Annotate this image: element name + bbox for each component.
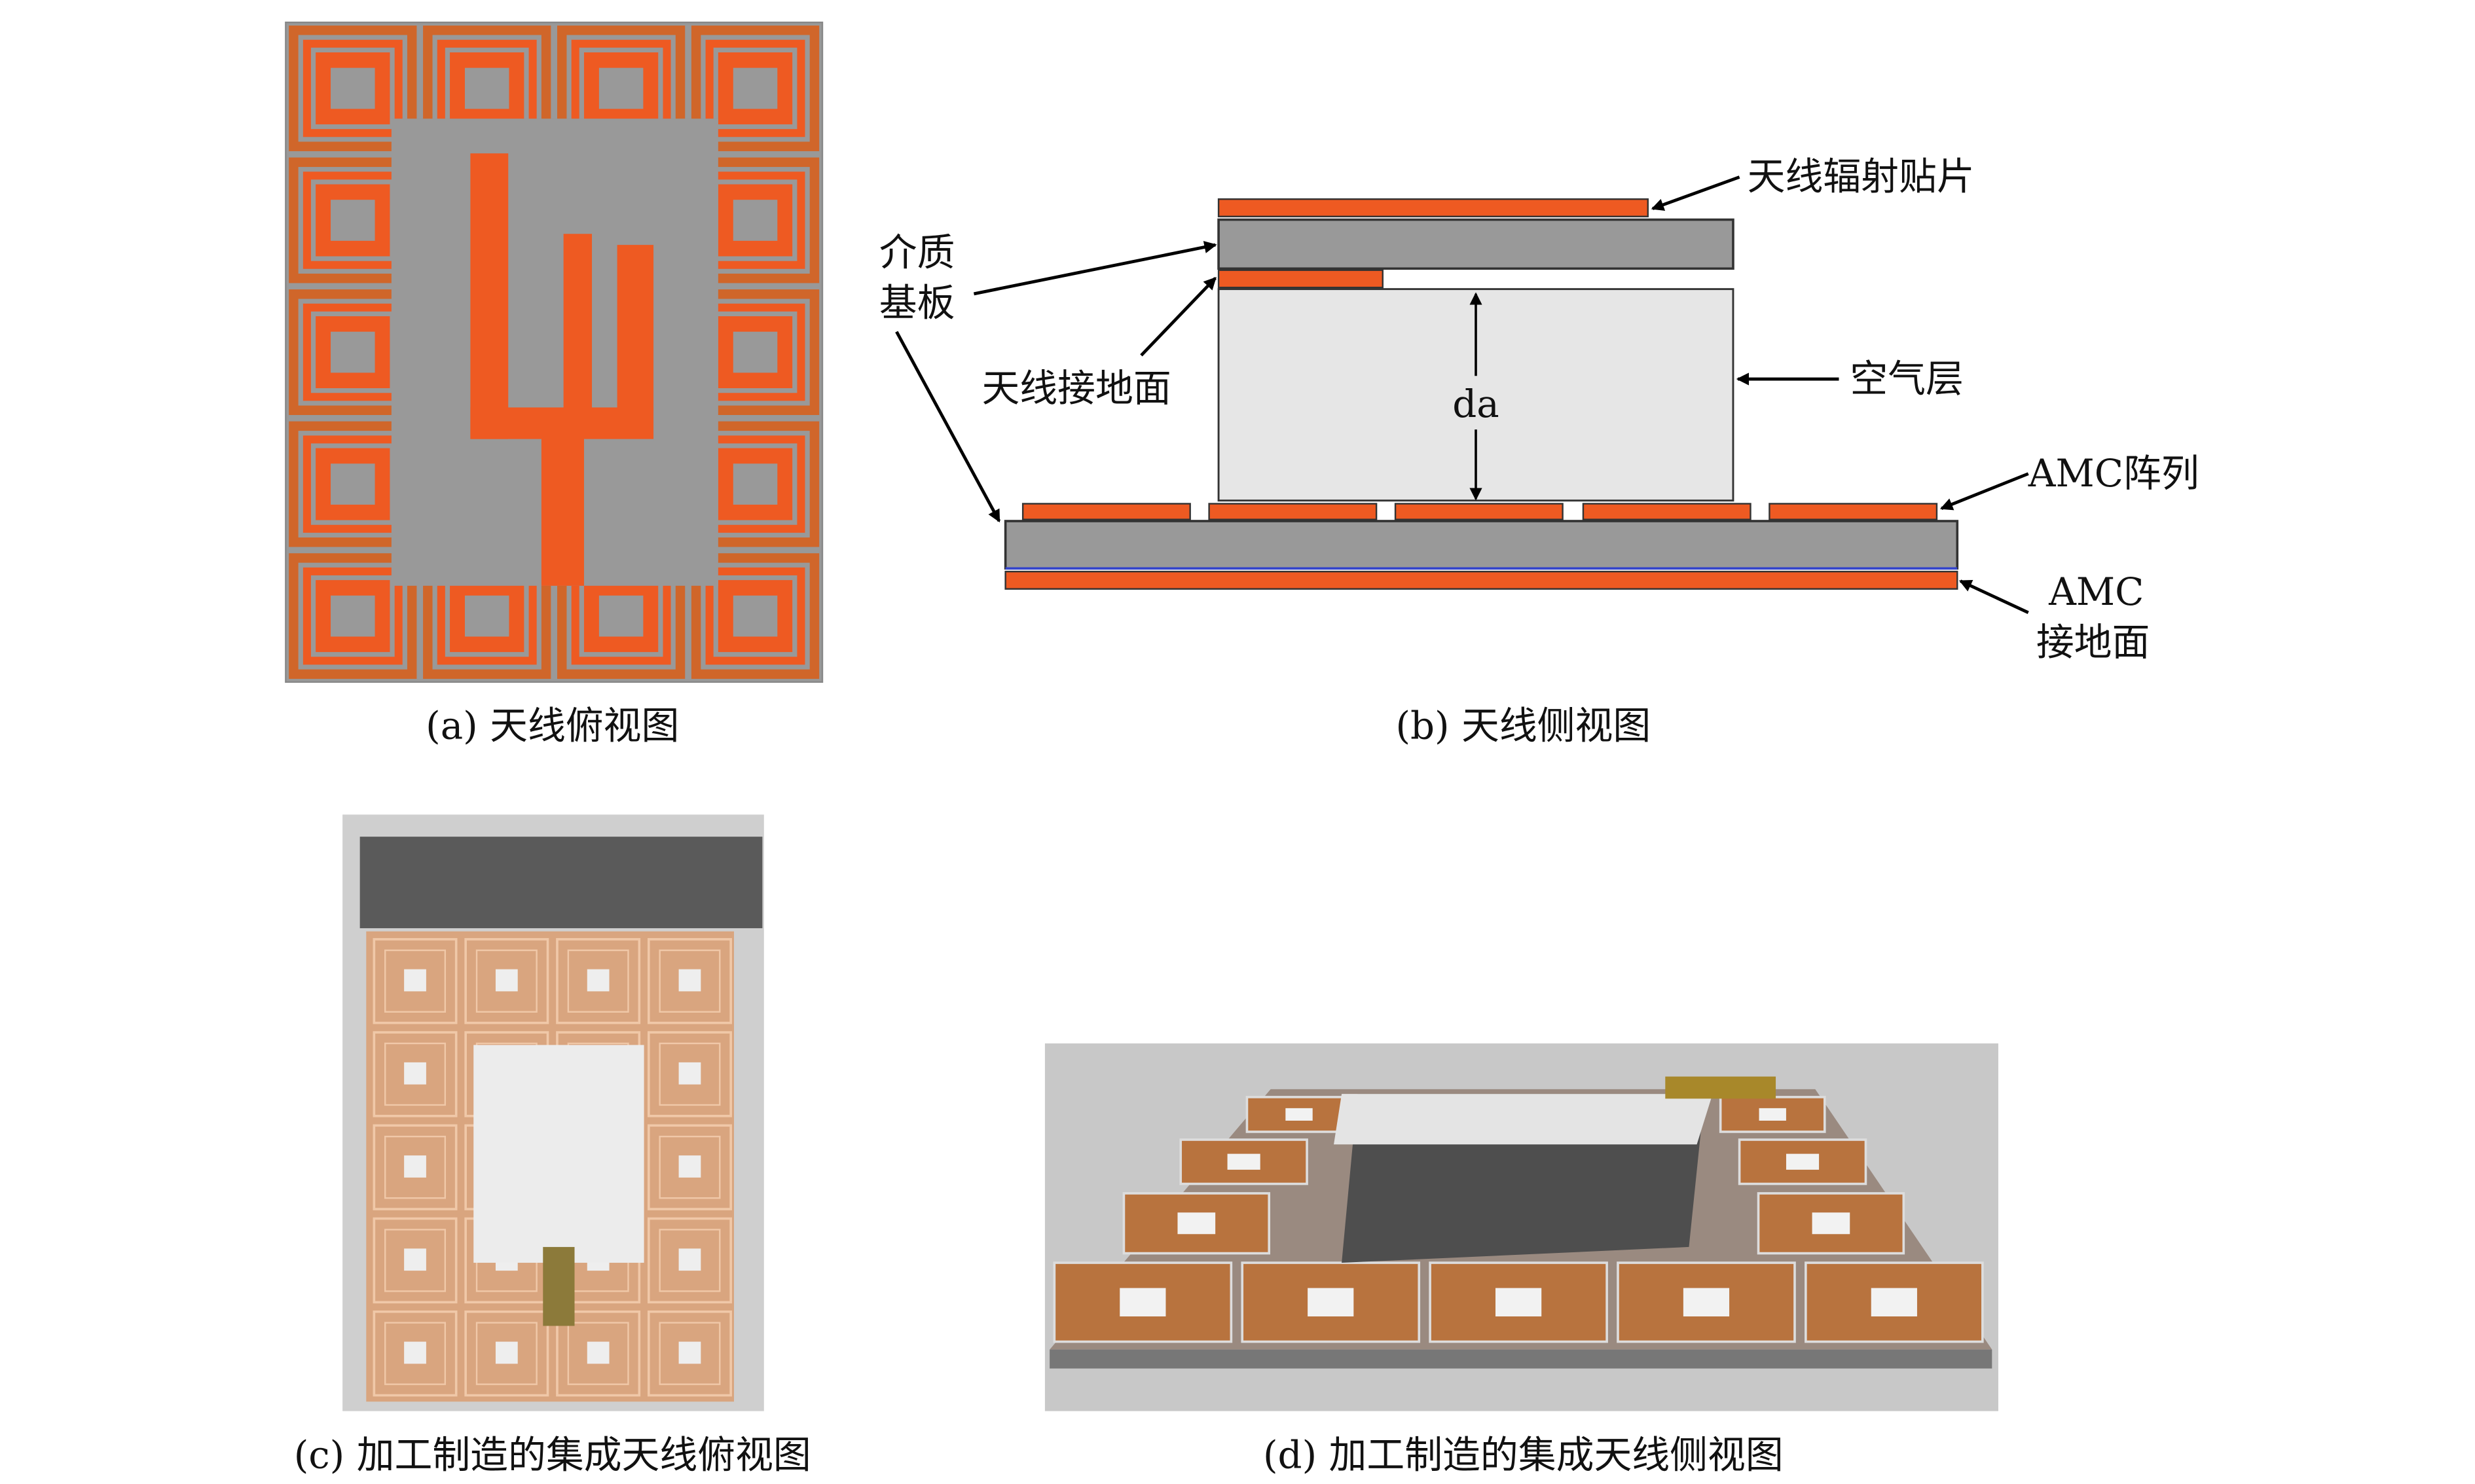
amc-patch [1208, 503, 1378, 520]
photo-amc-cell [373, 1217, 458, 1304]
leader-arrows [895, 175, 2029, 615]
ruler [359, 837, 763, 928]
amc-patch [1394, 503, 1564, 520]
panel-c-photo-top: (c) 加工制造的集成天线俯视图 [294, 814, 811, 1477]
label-amc-ground-2: 接地面 [2036, 620, 2150, 664]
panel-d-photo-side: (d) 加工制造的集成天线侧视图 [1044, 1043, 1998, 1477]
photo-amc-cell [373, 1031, 458, 1117]
photo-amc-cell [373, 1124, 458, 1210]
photo-amc-cell [647, 1310, 732, 1397]
label-antenna-ground: 天线接地面 [981, 366, 1171, 410]
photo-connector [1665, 1076, 1776, 1099]
amc-substrate [1004, 520, 1959, 570]
photo-amc-cell [373, 1310, 458, 1397]
photo-amc-perspective [1053, 1096, 1984, 1343]
photo-amc-cell [1241, 1261, 1421, 1343]
amc-array-side [1021, 503, 1938, 520]
panel-a-top-view: (a) 天线俯视图 [285, 22, 824, 748]
gap-label: da [1452, 382, 1499, 426]
photo-amc-cell [556, 938, 641, 1024]
amc-patch [1582, 503, 1751, 520]
radiating-patch [1217, 198, 1649, 217]
photo-amc-cell [647, 1031, 732, 1117]
label-radiating-patch: 天线辐射贴片 [1748, 154, 1975, 199]
caption-c: (c) 加工制造的集成天线俯视图 [294, 1432, 811, 1477]
label-amc-ground-1: AMC [2048, 570, 2144, 614]
label-amc-array: AMC阵列 [2028, 451, 2199, 496]
photo-amc-cell [373, 938, 458, 1024]
caption-b: (b) 天线侧视图 [1395, 704, 1651, 748]
antenna-ground [1217, 269, 1384, 289]
photo-amc-cell [647, 1217, 732, 1304]
photo-amc-cell [647, 938, 732, 1024]
panel-b-side-view: da 天线辐射贴片 介质 基板 天线接地面 空气层 AMC阵列 AMC 接地面 … [879, 154, 2199, 748]
amc-ground [1004, 570, 1958, 590]
photo-antenna-substrate [473, 1045, 644, 1263]
antenna-substrate [1217, 218, 1734, 270]
photo-amc-cell [1719, 1096, 1826, 1133]
photo-connector [543, 1246, 575, 1326]
caption-a: (a) 天线俯视图 [426, 704, 679, 748]
amc-patch [1769, 503, 1938, 520]
photo-amc-cell [556, 1310, 641, 1397]
amc-patch [1021, 503, 1191, 520]
antenna-patch [470, 153, 654, 586]
photo-amc-cell [464, 938, 549, 1024]
label-substrate-2: 基板 [879, 281, 955, 325]
label-substrate-1: 介质 [879, 230, 955, 274]
label-air-layer: 空气层 [1850, 356, 1964, 401]
photo-amc-cell [1179, 1138, 1308, 1185]
photo-amc-cell [464, 1310, 549, 1397]
caption-d: (d) 加工制造的集成天线侧视图 [1263, 1432, 1784, 1477]
photo-amc-cell [647, 1124, 732, 1210]
